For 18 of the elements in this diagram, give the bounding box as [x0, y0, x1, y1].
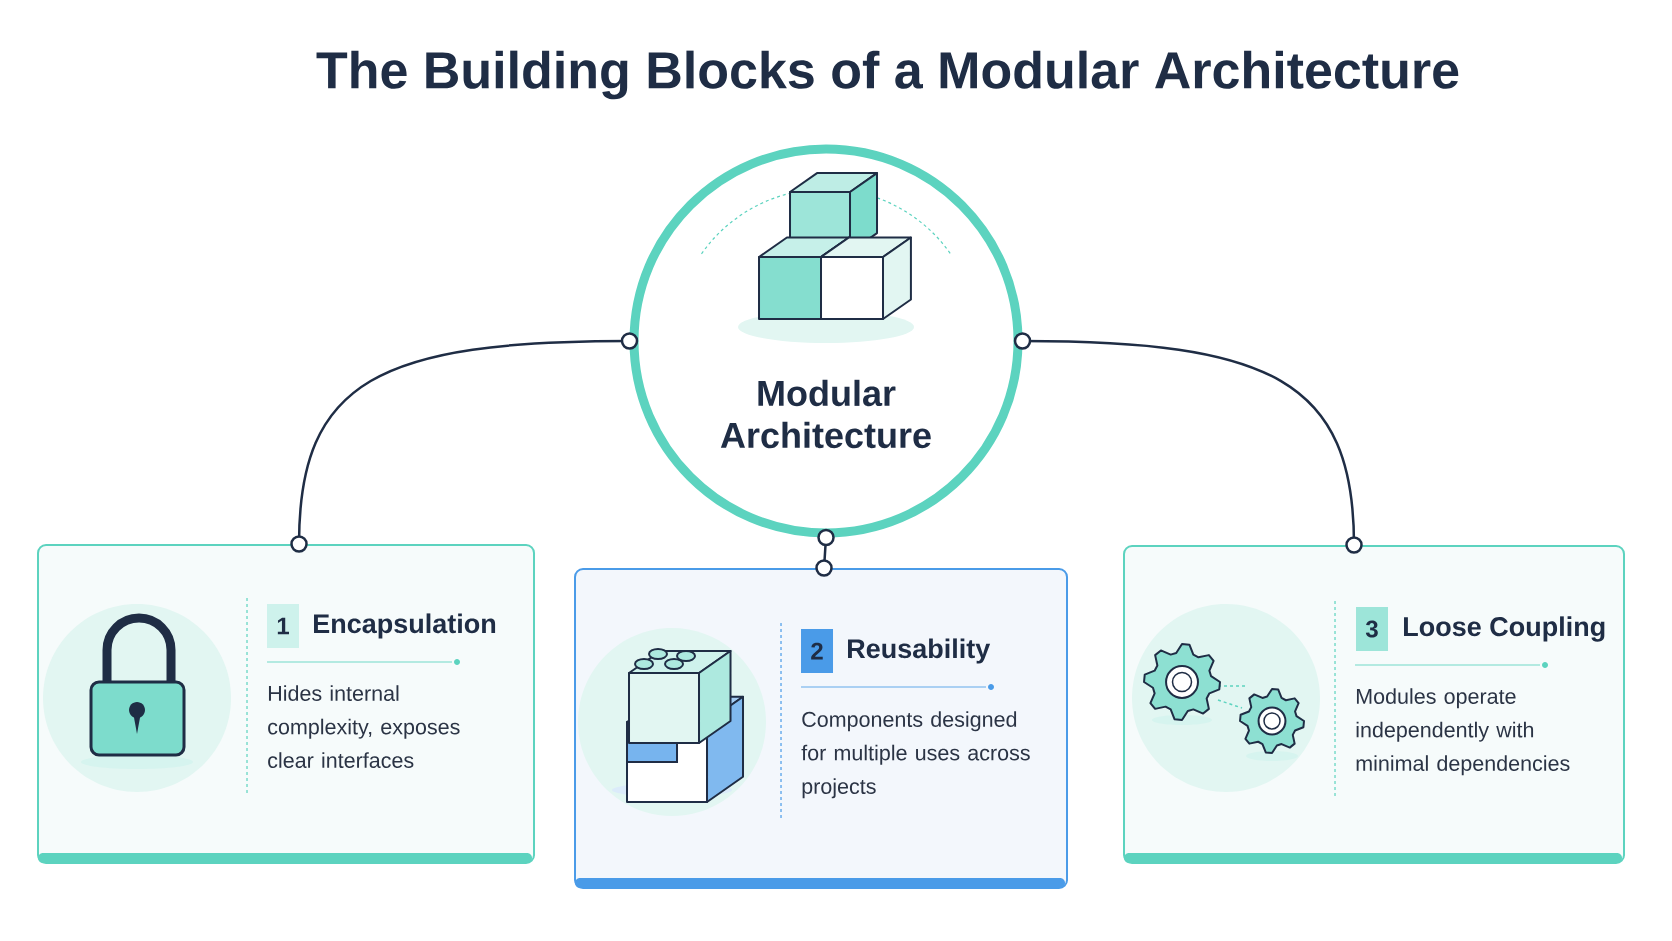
card-heading: Loose Coupling — [1404, 616, 1605, 642]
connector — [1013, 332, 1363, 554]
number-badge: 1 — [267, 604, 299, 648]
card-description: Components designed for multiple uses across projects — [801, 711, 1030, 799]
card-heading: Encapsulation — [314, 613, 496, 639]
card — [37, 544, 535, 864]
connector — [290, 332, 639, 553]
node-label: Modular Architecture — [720, 379, 931, 449]
title: The Building Blocks of a Modular Architecture — [316, 50, 1459, 100]
connector — [815, 528, 835, 577]
hub-circle — [629, 144, 1023, 538]
card — [574, 568, 1068, 889]
card-heading: Reusability — [848, 638, 991, 664]
card — [1123, 545, 1625, 864]
card-description: Modules operate independently with minimal dependencies — [1356, 688, 1570, 776]
number-badge: 2 — [801, 629, 833, 673]
number-badge: 3 — [1356, 607, 1388, 651]
card-description: Hides internal complexity, exposes clear interfaces — [268, 685, 460, 768]
